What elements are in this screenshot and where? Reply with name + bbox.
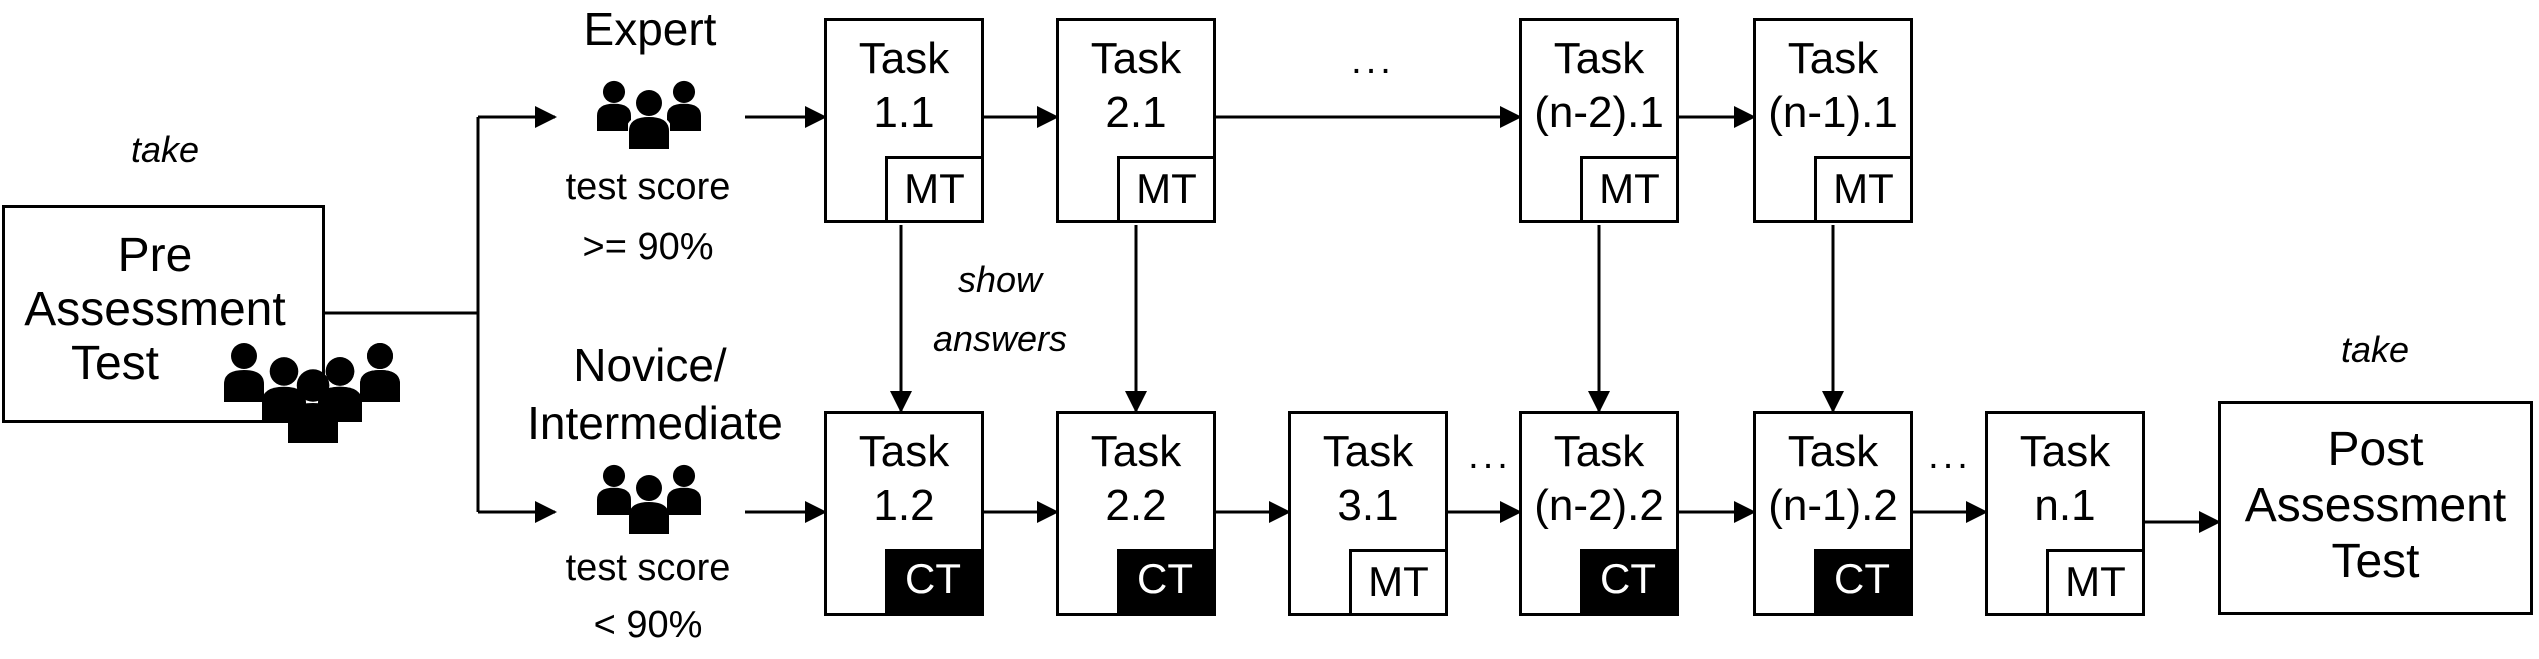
mt-badge: MT (1117, 156, 1213, 220)
mt-badge: MT (1349, 549, 1445, 613)
task-title: Task (858, 34, 950, 83)
task-title: Task (1322, 427, 1414, 476)
ct-badge: CT (1580, 549, 1676, 613)
mt-badge: MT (885, 156, 981, 220)
task-box[interactable]: Task 2.2 CT (1056, 411, 1216, 616)
novice-label-line1: Novice/ (573, 339, 727, 391)
task-box[interactable]: Task (n-1).1 MT (1753, 18, 1913, 223)
expert-score-line2: >= 90% (582, 226, 714, 268)
ellipsis-expert-row: ... (1351, 40, 1395, 82)
ct-badge: CT (885, 549, 981, 613)
expert-score-line1: test score (565, 166, 731, 208)
task-number: 3.1 (1337, 481, 1399, 530)
pre-assessment-action: take (130, 129, 200, 170)
task-title: Task (1090, 34, 1182, 83)
expert-label: Expert (583, 3, 717, 55)
task-box[interactable]: Task (n-2).2 CT (1519, 411, 1679, 616)
mt-badge: MT (1814, 156, 1910, 220)
task-number: (n-2).1 (1534, 88, 1664, 137)
post-assessment-action: take (2340, 329, 2410, 370)
post-assessment-line1: Post (2327, 423, 2424, 476)
novice-score-line1: test score (565, 547, 731, 589)
post-assessment-line3: Test (2331, 535, 2420, 588)
task-number: 2.1 (1105, 88, 1167, 137)
task-title: Task (1787, 427, 1879, 476)
task-box[interactable]: Task 1.2 CT (824, 411, 984, 616)
post-assessment-line2: Assessment (2244, 479, 2507, 532)
task-box[interactable]: Task 1.1 MT (824, 18, 984, 223)
task-title: Task (1553, 34, 1645, 83)
show-answers-line2: answers (932, 318, 1068, 359)
task-title: Task (858, 427, 950, 476)
pre-assessment-line2: Assessment (24, 283, 286, 336)
task-title: Task (1090, 427, 1182, 476)
mt-badge: MT (2046, 549, 2142, 613)
ct-badge: CT (1814, 549, 1910, 613)
task-box[interactable]: Task (n-2).1 MT (1519, 18, 1679, 223)
pre-assessment-line1: Pre (117, 229, 193, 282)
task-number: 1.1 (873, 88, 935, 137)
ct-badge: CT (1117, 549, 1213, 613)
show-answers-line1: show (957, 259, 1043, 300)
task-title: Task (1787, 34, 1879, 83)
task-box[interactable]: Task (n-1).2 CT (1753, 411, 1913, 616)
task-number: (n-2).2 (1534, 481, 1664, 530)
novice-score-line2: < 90% (593, 604, 703, 646)
task-box[interactable]: Task 3.1 MT (1288, 411, 1448, 616)
mt-badge: MT (1580, 156, 1676, 220)
ellipsis-novice-row-2: ... (1928, 435, 1972, 477)
task-number: (n-1).1 (1768, 88, 1898, 137)
pre-assessment-box[interactable]: Pre Assessment Test (2, 205, 325, 423)
task-number: n.1 (2034, 481, 2096, 530)
pre-assessment-line3: Test (70, 337, 160, 390)
post-assessment-box[interactable]: Post Assessment Test (2218, 401, 2533, 615)
ellipsis-novice-row-1: ... (1468, 435, 1512, 477)
task-number: (n-1).2 (1768, 481, 1898, 530)
task-number: 2.2 (1105, 481, 1167, 530)
task-box[interactable]: Task n.1 MT (1985, 411, 2145, 616)
task-title: Task (2019, 427, 2111, 476)
novice-label-line2: Intermediate (527, 397, 783, 449)
task-title: Task (1553, 427, 1645, 476)
task-number: 1.2 (873, 481, 935, 530)
task-box[interactable]: Task 2.1 MT (1056, 18, 1216, 223)
